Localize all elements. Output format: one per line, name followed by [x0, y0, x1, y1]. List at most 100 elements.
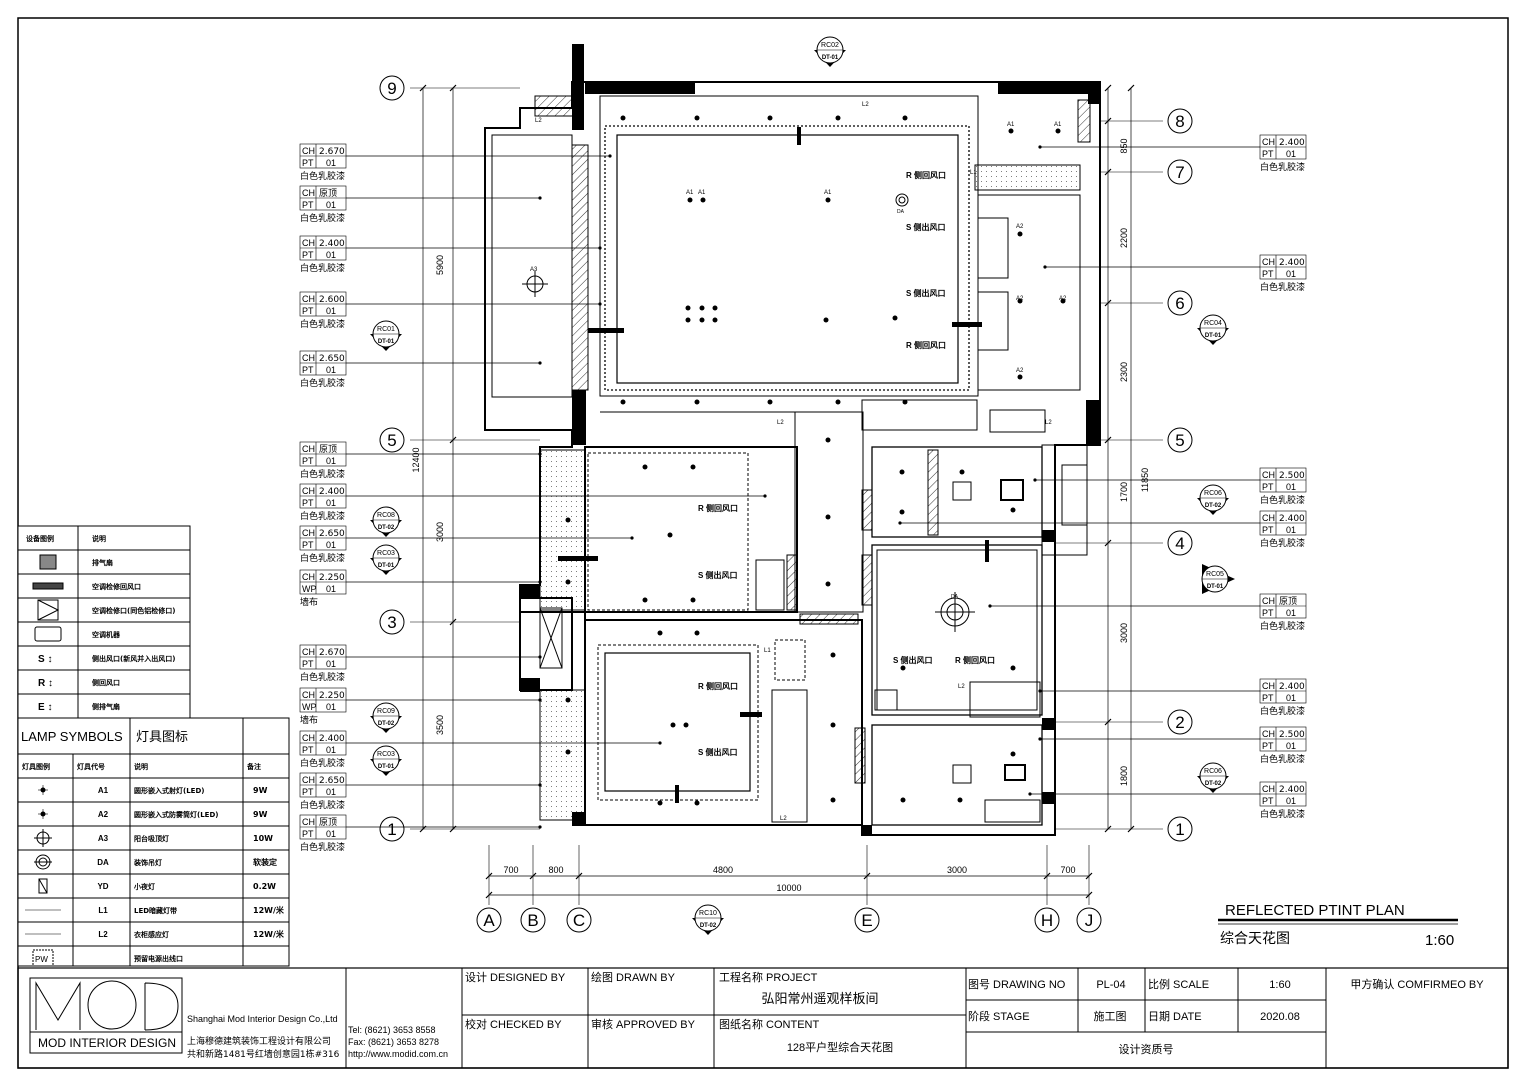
grid-label: 2 [1175, 713, 1184, 732]
legend1-symbol-S: S ↕ [38, 654, 52, 665]
lamp-code: YD [97, 882, 108, 891]
lamp-note: 9W [253, 810, 268, 819]
grid-label: 5 [387, 431, 396, 450]
svg-text:A3: A3 [530, 267, 538, 273]
tag-code: 01 [326, 702, 336, 712]
section-code: RC01 [377, 326, 395, 333]
tag-ch: CH [302, 146, 315, 156]
lamp-note: 10W [253, 834, 273, 843]
svg-text:S 侧出风口: S 侧出风口 [906, 222, 946, 232]
svg-text:A1: A1 [824, 190, 832, 196]
svg-text:PW: PW [35, 955, 48, 964]
checked-by-label: 校对 CHECKED BY [465, 1017, 562, 1031]
tag-ch: CH [1262, 784, 1275, 794]
company-fax: Fax: (8621) 3653 8278 [348, 1037, 439, 1047]
svg-text:E ↕: E ↕ [38, 702, 52, 713]
tag-code: 01 [1286, 608, 1296, 618]
tag-material: PT [1262, 796, 1274, 806]
tag-note: 白色乳胶漆 [1260, 537, 1305, 549]
section-sheet: DT-01 [1205, 333, 1222, 339]
tag-material: PT [302, 498, 314, 508]
drawing-no-label: 图号 DRAWING NO [968, 978, 1066, 991]
designed-by-label: 设计 DESIGNED BY [465, 971, 566, 984]
lamp-code: L2 [98, 930, 108, 939]
lamp-note: 软装定 [253, 857, 277, 867]
qualification-label: 设计资质号 [1119, 1043, 1174, 1056]
tag-height: 2.400 [319, 487, 345, 497]
lamp-desc: 预留电源出线口 [134, 954, 183, 963]
tag-note: 白色乳胶漆 [300, 318, 345, 330]
tag-height: 2.500 [1279, 730, 1305, 740]
grid-bubble-A: A [476, 907, 502, 933]
tag-note: 墙布 [300, 714, 318, 726]
lamp-code: L1 [98, 906, 108, 915]
legend1-symbol-bar [32, 582, 64, 590]
grid-label: 6 [1175, 294, 1184, 313]
tag-ch: CH [302, 294, 315, 304]
grid-label: B [527, 911, 538, 930]
tag-ch: CH [302, 690, 315, 700]
tag-code: 01 [326, 829, 336, 839]
tag-height: 2.400 [1279, 514, 1305, 524]
section-code: RC09 [377, 708, 395, 715]
section-sheet: DT-01 [378, 563, 395, 569]
lamp-legend-head: 灯具图例 [22, 762, 50, 771]
svg-text:S 侧出风口: S 侧出风口 [698, 570, 738, 580]
svg-text:R 侧回风口: R 侧回风口 [955, 655, 995, 665]
dim-8-7: 850 [1119, 138, 1129, 153]
tag-material: PT [1262, 149, 1274, 159]
svg-text:L2: L2 [535, 118, 542, 124]
legend1-desc: 侧排气扇 [92, 702, 120, 711]
grid-bubble-1: 1 [1167, 816, 1193, 842]
grid-lines [410, 87, 1163, 905]
tag-height: 2.650 [319, 354, 345, 364]
content-name: 128平户型综合天花图 [787, 1040, 893, 1054]
tag-code: 01 [326, 584, 336, 594]
dim-ab: 700 [503, 865, 518, 875]
grid-bubble-1: 1 [379, 816, 405, 842]
grid-bubble-B: B [520, 907, 546, 933]
tag-material: PT [302, 787, 314, 797]
svg-text:L2: L2 [862, 102, 869, 108]
svg-text:S 侧出风口: S 侧出风口 [893, 655, 933, 665]
company-web: http://www.modid.com.cn [348, 1049, 448, 1059]
tag-ch: CH [1262, 470, 1275, 480]
tag-height: 2.670 [319, 648, 345, 658]
tag-height: 2.600 [319, 295, 345, 305]
title-block: MOD INTERIOR DESIGN Shanghai Mod Interio… [17, 967, 1509, 1069]
tag-height: 2.670 [319, 147, 345, 157]
tag-height: 2.650 [319, 776, 345, 786]
tag-ch: CH [302, 817, 315, 827]
tag-ch: CH [302, 775, 315, 785]
tag-height: 2.400 [1279, 682, 1305, 692]
lamp-desc: 阳台吸顶灯 [134, 834, 169, 843]
svg-text:A2: A2 [1016, 224, 1024, 230]
tag-note: 白色乳胶漆 [300, 212, 345, 224]
legend1-symbol-E: E ↕ [38, 702, 52, 713]
legend1-desc: 空调检修回风口 [92, 582, 141, 591]
section-code: RC05 [1206, 571, 1224, 578]
svg-text:L2: L2 [1045, 420, 1052, 426]
dim-6-5: 2300 [1119, 362, 1129, 382]
tag-ch: CH [1262, 596, 1275, 606]
drawing-no: PL-04 [1096, 979, 1125, 991]
